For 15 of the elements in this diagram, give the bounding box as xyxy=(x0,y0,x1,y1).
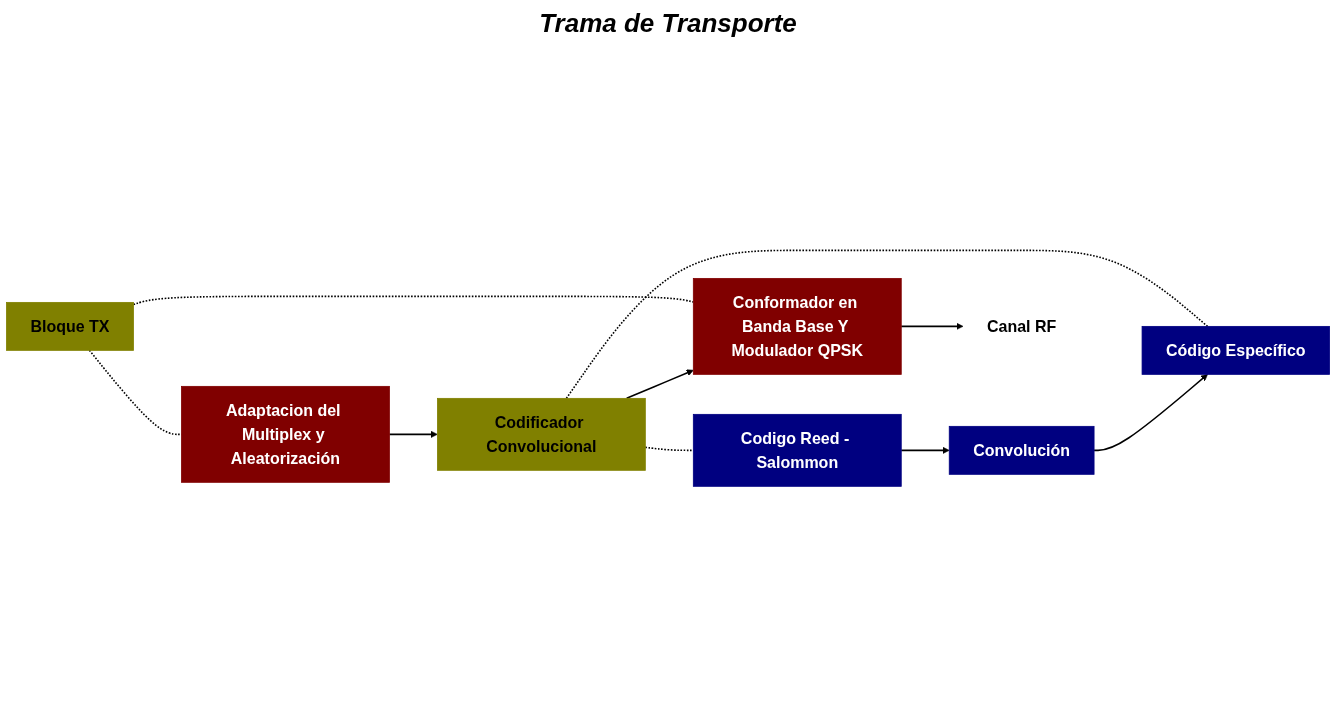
node-text: Canal RF xyxy=(986,317,1057,335)
arrow xyxy=(900,322,964,330)
node-box: Codigo Reed - Salommon xyxy=(692,413,902,487)
node-box: Convolución xyxy=(948,425,1095,475)
connector xyxy=(88,349,183,435)
connector xyxy=(565,249,1209,399)
node-box: Código Específico xyxy=(1141,325,1330,375)
arrow xyxy=(900,446,950,454)
node-box: Conformador en Banda Base Y Modulador QPSK xyxy=(692,277,902,375)
arrow xyxy=(388,430,438,438)
node-box: Bloque TX xyxy=(6,301,134,351)
node-box: Adaptacion del Multiplex y Aleatorización xyxy=(181,385,390,483)
node-box: Codificador Convolucional xyxy=(437,397,646,471)
diagram-title: Trama de Transporte xyxy=(538,8,798,39)
arrow xyxy=(1093,373,1208,451)
